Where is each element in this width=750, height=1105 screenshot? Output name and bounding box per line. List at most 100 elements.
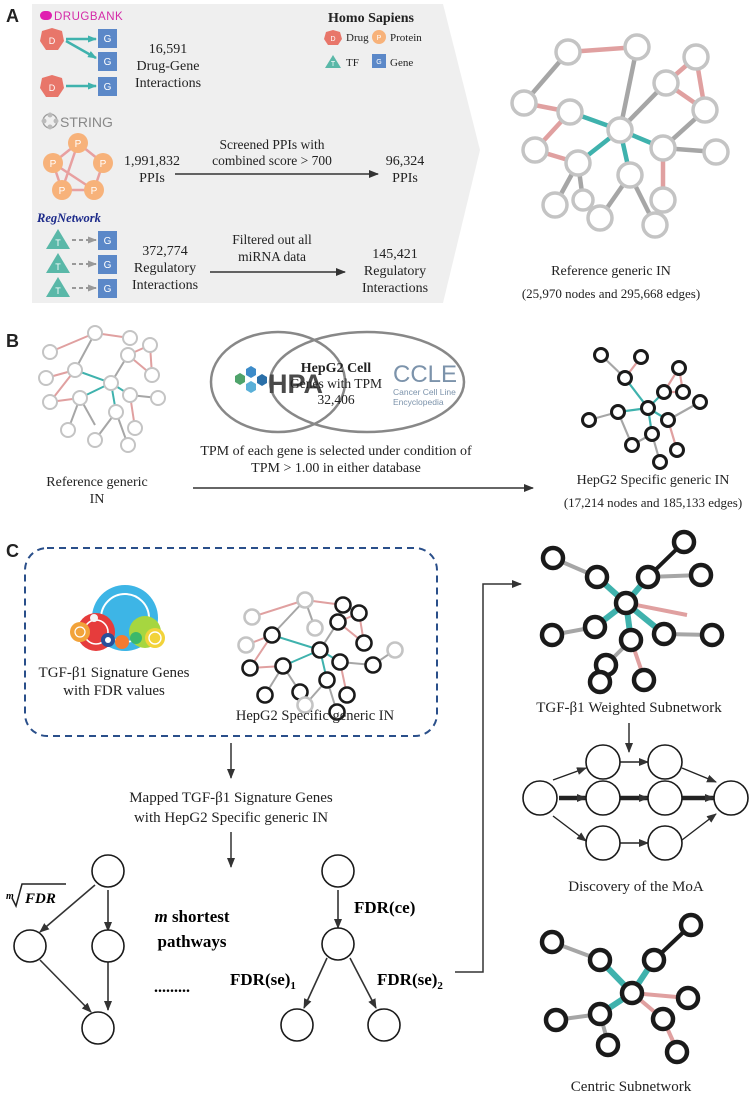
- network-node: [306, 619, 324, 637]
- reference-network-large: [510, 33, 730, 239]
- network-node: [619, 980, 645, 1006]
- tree-node: [13, 929, 47, 963]
- moa-node: [713, 780, 749, 816]
- network-node: [699, 622, 725, 648]
- network-node: [581, 412, 597, 428]
- tree-node: [321, 927, 355, 961]
- network-node: [243, 608, 261, 626]
- network-node: [42, 344, 58, 360]
- network-node: [274, 657, 292, 675]
- moa-node: [585, 825, 621, 861]
- network-node: [338, 686, 356, 704]
- drugbank-logo: DRUGBANK: [40, 11, 123, 23]
- network-node: [103, 375, 119, 391]
- fdr-tree: [280, 854, 401, 1042]
- fdr-se2-label: FDR(se)2: [377, 970, 443, 992]
- ccle-logo-text: CCLE: [393, 361, 457, 388]
- gene-legend-icon: [372, 54, 386, 68]
- hepg2-network-small: [581, 347, 708, 470]
- gene-node: G: [98, 231, 117, 250]
- reg-out-label-2: Interactions: [362, 281, 428, 296]
- drug-gene-graph: D D G G G: [40, 28, 117, 97]
- network-node: [675, 384, 691, 400]
- venn-hpa-ellipse: [209, 330, 347, 434]
- ellipsis-dots: .........: [154, 979, 190, 996]
- tf-node: T: [46, 253, 70, 273]
- network-node: [633, 349, 649, 365]
- network-node: [635, 564, 661, 590]
- network-node: [623, 33, 651, 61]
- gene-node: G: [98, 279, 117, 298]
- network-node: [364, 656, 382, 674]
- input-dashed-box: [24, 547, 438, 737]
- network-node: [688, 562, 714, 588]
- network-node: [656, 384, 672, 400]
- network-node: [618, 627, 644, 653]
- network-node: [571, 188, 595, 212]
- network-node: [660, 412, 676, 428]
- gene-node: [98, 29, 117, 48]
- protein-legend-letter: P: [377, 35, 382, 42]
- venn-line-2: Genes with TPM: [290, 376, 382, 391]
- shortest-path-tree: [13, 854, 125, 1045]
- network-node: [350, 604, 368, 622]
- ppi-arrow-label: Screened PPIs with: [220, 137, 325, 152]
- hepg2-network-subtitle: (17,214 nodes and 185,133 edges): [564, 495, 742, 510]
- gene-node-letter: G: [104, 260, 112, 271]
- fdr-se1-label: FDR(se)1: [230, 970, 296, 992]
- drug-gene-label-2: Interactions: [135, 76, 201, 91]
- tf-node-letter: T: [55, 262, 61, 272]
- hpa-logo-text: HPA: [268, 369, 323, 399]
- network-node: [237, 636, 255, 654]
- network-node: [543, 1007, 569, 1033]
- network-node: [624, 437, 640, 453]
- network-node: [539, 622, 565, 648]
- network-node: [329, 613, 347, 631]
- venn-diagram: HPA HepG2 Cell Genes with TPM 32,406 CCL…: [209, 330, 466, 434]
- centric-subnetwork: [539, 912, 704, 1065]
- network-node: [355, 634, 373, 652]
- hepg2-network-title: HepG2 Specific generic IN: [577, 473, 730, 488]
- network-node: [652, 69, 680, 97]
- protein-node: P: [68, 133, 88, 153]
- network-node: [42, 394, 58, 410]
- network-node: [142, 337, 158, 353]
- network-node: [587, 669, 613, 695]
- fdr-se1-subscript: 1: [290, 980, 296, 992]
- venn-count: 32,406: [317, 392, 354, 407]
- network-node: [675, 985, 701, 1011]
- tf-node-letter: T: [55, 238, 61, 248]
- root-fdr-text: FDR: [24, 891, 56, 907]
- gene-node-letter: G: [104, 82, 112, 93]
- tf-node-letter: T: [55, 286, 61, 296]
- network-node: [582, 614, 608, 640]
- panel-a: A DRUGBANK D D G G G 16,591 Drug-Gene In…: [6, 4, 730, 303]
- reference-network-title: Reference generic IN: [551, 264, 671, 279]
- reg-arrow-label: Filtered out all: [232, 232, 312, 247]
- pathways-label: pathways: [158, 932, 227, 951]
- root-index: m: [6, 891, 14, 902]
- network-node: [67, 362, 83, 378]
- connector-arrow: [455, 580, 522, 973]
- network-node: [38, 370, 54, 386]
- signature-genes-label-2: with FDR values: [63, 683, 165, 699]
- reg-label-2: Interactions: [132, 278, 198, 293]
- network-node: [616, 161, 644, 189]
- root-sign-icon: [11, 883, 66, 909]
- network-node: [691, 96, 719, 124]
- network-node: [669, 442, 685, 458]
- network-node: [593, 347, 609, 363]
- panel-c: C TGF-β1 Signature Genes with FDR values: [6, 529, 749, 1095]
- protein-legend-icon: [372, 30, 386, 44]
- panel-b-letter: B: [6, 331, 19, 351]
- panel-b: B: [6, 325, 742, 510]
- protein-node-letter: P: [100, 159, 107, 170]
- reg-arrow-label-2: miRNA data: [238, 249, 306, 264]
- drug-legend-letter: D: [330, 36, 335, 43]
- network-node: [640, 400, 656, 416]
- network-node: [120, 437, 136, 453]
- network-node: [631, 667, 657, 693]
- gene-node: G: [98, 255, 117, 274]
- moa-diagram: [522, 744, 749, 861]
- weighted-subnetwork: [539, 529, 725, 695]
